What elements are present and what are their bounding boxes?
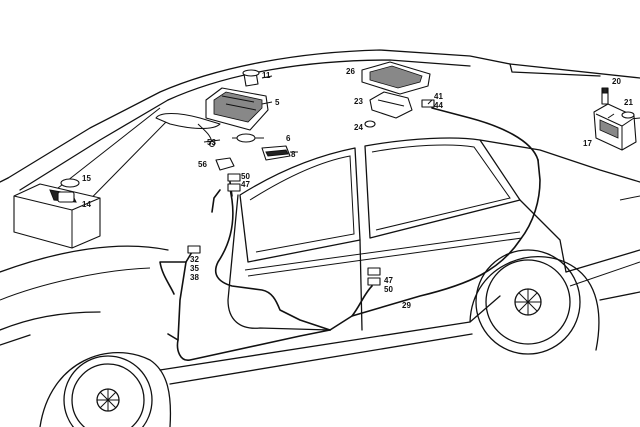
label-32: 32	[190, 255, 199, 264]
glove-box-light-assembly	[13, 178, 101, 249]
label-8: 8	[291, 150, 296, 159]
front-interior-light-parts	[155, 69, 291, 192]
label-21: 21	[624, 98, 633, 107]
label-5: 5	[275, 98, 280, 107]
label-50-roof: 50	[241, 172, 250, 181]
trunk-light-parts	[593, 87, 637, 151]
car-body	[0, 49, 640, 427]
label-44: 44	[434, 101, 443, 110]
door-connectors	[187, 245, 381, 286]
label-47-roof: 47	[241, 180, 250, 189]
label-17: 17	[583, 139, 592, 148]
leader-lines	[203, 75, 615, 153]
label-20: 20	[612, 77, 621, 86]
label-11: 11	[262, 71, 271, 80]
label-47-door: 47	[384, 276, 393, 285]
label-15: 15	[82, 174, 91, 183]
wiring-harness	[159, 107, 541, 361]
label-14: 14	[82, 200, 91, 209]
label-53: 53	[207, 138, 216, 147]
label-35: 35	[190, 264, 199, 273]
label-38: 38	[190, 273, 199, 282]
label-29: 29	[402, 301, 411, 310]
label-23: 23	[354, 97, 363, 106]
label-26: 26	[346, 67, 355, 76]
label-41: 41	[434, 92, 443, 101]
label-50-door: 50	[384, 285, 393, 294]
label-56: 56	[198, 160, 207, 169]
label-6: 6	[286, 134, 291, 143]
part-number-labels: 11 5 6 53 8 56 50 47 15 14 32 35 38 26 2…	[82, 67, 633, 310]
rear-interior-light-parts	[361, 61, 435, 128]
label-24: 24	[354, 123, 363, 132]
